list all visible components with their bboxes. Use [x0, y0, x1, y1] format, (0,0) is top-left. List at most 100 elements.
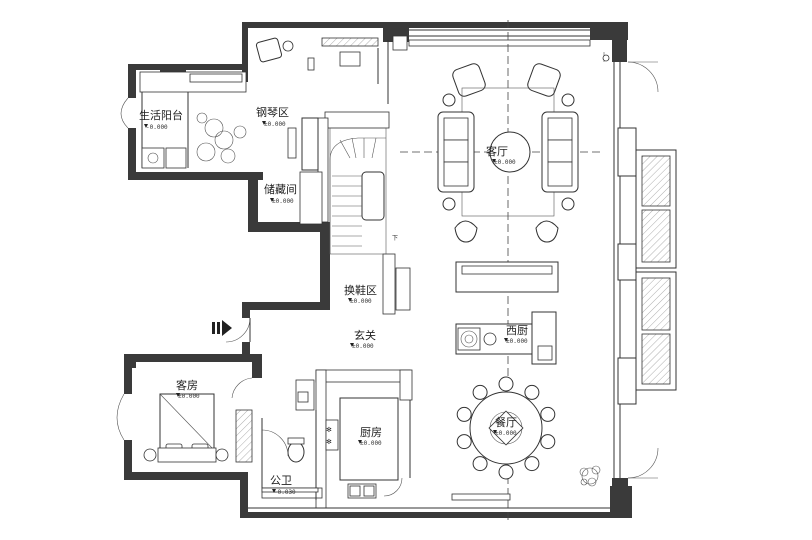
- wall-guest-right-col: [252, 354, 262, 378]
- stair-wall-top: [324, 111, 390, 129]
- dining-chair: [472, 384, 488, 400]
- dining-chair: [524, 456, 540, 472]
- piano-area: [255, 37, 379, 171]
- plant-icon: [579, 465, 601, 487]
- top-sill: [408, 39, 591, 47]
- label-storage: 储藏间: [264, 182, 297, 196]
- window-pier-2: [617, 243, 637, 281]
- chair-bottom-right: [535, 220, 559, 243]
- wall-guest-top: [124, 354, 252, 362]
- wall-guest-left: [124, 354, 132, 394]
- level-dining: ±0.000: [495, 430, 517, 437]
- living-room-furniture: [437, 52, 610, 243]
- bay-glass-upper-2: [641, 209, 671, 263]
- bay-glass-lower-2: [641, 333, 671, 385]
- bath-fixtures: [261, 379, 403, 500]
- kitchen-fixtures: ✻ ✻: [325, 397, 399, 481]
- wall-bottom-left: [240, 472, 248, 518]
- stair-down-mark: 下: [392, 235, 398, 242]
- level-entry: ±0.000: [352, 343, 374, 350]
- dining-chairs: [456, 376, 556, 480]
- label-guest-room: 客房: [176, 378, 198, 392]
- label-entry: 玄关: [354, 328, 376, 342]
- level-western-kitchen: ±0.000: [506, 338, 528, 345]
- label-kitchen: 厨房: [360, 426, 382, 439]
- level-living: ±0.000: [494, 159, 516, 166]
- wall-balcony-top-col: [160, 64, 186, 74]
- dining-chair: [472, 456, 488, 472]
- wall-step-h2: [250, 302, 330, 310]
- bay-glass-upper-1: [641, 155, 671, 207]
- wall-left-lower: [242, 342, 250, 362]
- dining-chair: [540, 434, 556, 450]
- level-guest-room: ±0.000: [178, 393, 200, 400]
- chair-bottom-left: [454, 220, 478, 243]
- level-shoe: ±0.000: [350, 298, 372, 305]
- kitchen-counter: [339, 397, 399, 481]
- wall-top: [242, 22, 627, 28]
- level-piano: ±0.000: [264, 121, 286, 128]
- shoe-wall: [382, 253, 396, 315]
- armchair-top-left: [452, 63, 486, 97]
- armchair-piano: [255, 37, 283, 63]
- room-labels: 生活阳台 -0.000 钢琴区 ±0.000 储藏间 ±0.000 客厅 ±0.…: [139, 106, 528, 496]
- coffee-table: [489, 131, 531, 173]
- label-western-kitchen: 西厨: [506, 324, 528, 337]
- storage-partition: [299, 171, 323, 225]
- wall-balcony-left-low: [128, 128, 136, 180]
- wall-balcony-left: [128, 64, 136, 98]
- level-balcony: -0.000: [146, 124, 168, 131]
- western-kitchen-island: [455, 311, 557, 365]
- label-shoe: 换鞋区: [344, 283, 377, 297]
- label-piano: 钢琴区: [256, 106, 289, 119]
- wall-right-top: [612, 22, 627, 62]
- dining-chair: [456, 434, 472, 450]
- wall-left-upper: [242, 22, 248, 82]
- label-living: 客厅: [486, 144, 508, 158]
- wall-guest-left-low: [124, 440, 132, 480]
- shoe-cabinet: [395, 267, 411, 311]
- wall-left-mid: [242, 302, 250, 318]
- wall-storage-step: [248, 172, 258, 224]
- entry-arrow-icon: [212, 320, 232, 336]
- right-window-bay: [613, 61, 677, 479]
- washer: [141, 147, 165, 169]
- radiator: [321, 37, 379, 47]
- kitchen-wall-left: [315, 369, 327, 509]
- table-set: [196, 112, 247, 164]
- guest-room-furniture: [116, 377, 253, 463]
- dining-chair: [540, 406, 556, 422]
- tv-cabinet: [455, 261, 559, 293]
- dining-chair: [498, 464, 514, 480]
- wall-step-h: [248, 222, 330, 232]
- wall-balcony-top: [128, 64, 248, 70]
- top-window: [321, 29, 591, 51]
- wall-column-top: [392, 35, 408, 51]
- kitchen-wall-right: [399, 369, 413, 401]
- wall-guest-bottom: [124, 472, 242, 480]
- bottom-fixtures: [248, 483, 610, 509]
- entrance: [212, 317, 251, 343]
- balcony-fixtures: [120, 71, 247, 169]
- level-markers: [144, 121, 508, 493]
- wall-balcony-bottom: [128, 172, 263, 180]
- piano: [301, 117, 319, 171]
- dining-chair: [524, 384, 540, 400]
- svg-text:✻: ✻: [326, 426, 332, 434]
- stair-landing: [361, 171, 385, 221]
- dining-set: [469, 391, 543, 465]
- wall-right-bottom: [612, 478, 628, 518]
- level-storage: ±0.000: [272, 198, 294, 205]
- label-balcony: 生活阳台: [139, 108, 183, 122]
- svg-text:✻: ✻: [326, 438, 332, 446]
- label-bath: 公卫: [270, 474, 292, 487]
- wardrobe: [235, 409, 253, 463]
- level-kitchen: ±0.000: [360, 440, 382, 447]
- staircase: 下: [329, 127, 398, 255]
- level-bath: -0.030: [274, 489, 296, 496]
- wall-step-v: [320, 222, 330, 310]
- interior-walls: [261, 40, 413, 509]
- window-pier-1: [617, 127, 637, 177]
- kitchen-wall-top: [315, 369, 411, 383]
